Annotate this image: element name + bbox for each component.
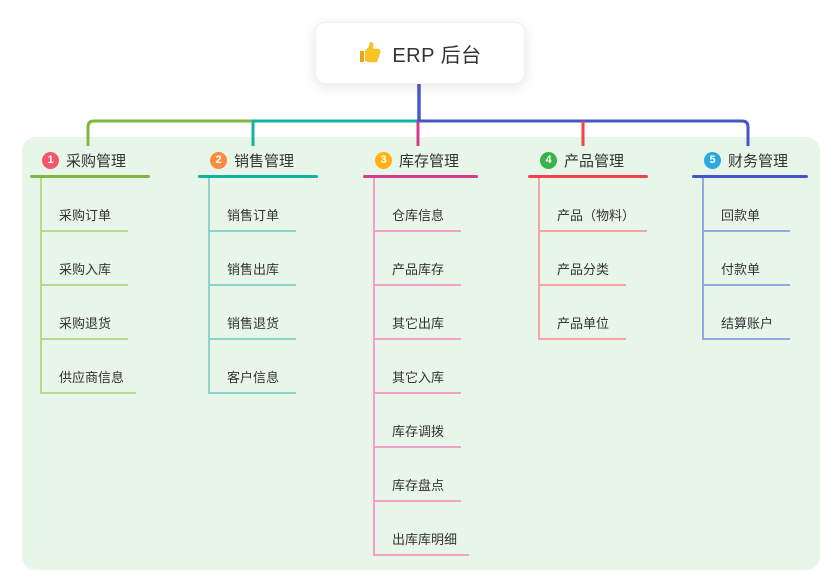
branch-sales: 2 销售管理 销售订单 销售出库 销售退货 客户信息	[198, 145, 318, 394]
node-label: 采购订单	[59, 208, 112, 223]
mindmap-node-item[interactable]: 产品分类	[540, 232, 626, 286]
badge-1-icon: 1	[42, 151, 59, 169]
root-node-erp-backend[interactable]: ERP 后台	[315, 22, 525, 84]
mindmap-node-item[interactable]: 产品库存	[375, 232, 461, 286]
branch-node-inventory[interactable]: 3 库存管理	[363, 145, 478, 175]
mindmap-node-item[interactable]: 其它入库	[375, 340, 461, 394]
branch-node-product[interactable]: 4 产品管理	[528, 145, 648, 175]
node-label: 库存盘点	[392, 478, 445, 493]
mindmap-node-item[interactable]: 库存调拨	[375, 394, 461, 448]
mindmap-node-item[interactable]: 采购退货	[42, 286, 128, 340]
branch-title: 产品管理	[564, 152, 625, 170]
mindmap-node-item[interactable]: 客户信息	[210, 340, 296, 394]
node-label: 产品库存	[392, 262, 445, 277]
branch-underline	[363, 175, 478, 178]
node-label: 回款单	[721, 208, 761, 223]
mindmap-node-item[interactable]: 产品单位	[540, 286, 626, 340]
node-label: 产品分类	[557, 262, 610, 277]
branch-node-sales[interactable]: 2 销售管理	[198, 145, 318, 175]
mindmap-node-item[interactable]: 销售出库	[210, 232, 296, 286]
mindmap-node-item[interactable]: 销售退货	[210, 286, 296, 340]
branch-underline	[692, 175, 808, 178]
branch-finance: 5 财务管理 回款单 付款单 结算账户	[692, 145, 808, 340]
node-label: 销售订单	[227, 208, 280, 223]
thumbs-up-icon	[360, 42, 381, 63]
node-label: 销售退货	[227, 316, 280, 331]
branch-title: 财务管理	[728, 152, 789, 170]
branch-underline	[198, 175, 318, 178]
branches-panel	[22, 137, 820, 570]
branch-children: 产品（物料） 产品分类 产品单位	[538, 178, 648, 340]
node-label: 采购退货	[59, 316, 112, 331]
badge-4-icon: 4	[540, 151, 557, 169]
branch-children: 回款单 付款单 结算账户	[702, 178, 808, 340]
mindmap-node-item[interactable]: 付款单	[704, 232, 790, 286]
badge-2-icon: 2	[210, 151, 227, 169]
node-label: 仓库信息	[392, 208, 445, 223]
node-label: 结算账户	[721, 316, 774, 331]
root-node-label: ERP 后台	[392, 44, 482, 67]
node-label: 产品单位	[557, 316, 610, 331]
branch-procurement: 1 采购管理 采购订单 采购入库 采购退货 供应商信息	[30, 145, 150, 394]
node-label: 其它入库	[392, 370, 445, 385]
branch-product: 4 产品管理 产品（物料） 产品分类 产品单位	[528, 145, 648, 340]
mindmap-node-item[interactable]: 供应商信息	[42, 340, 137, 394]
node-label: 客户信息	[227, 370, 280, 385]
branch-underline	[30, 175, 150, 178]
mindmap-node-item[interactable]: 采购订单	[42, 178, 128, 232]
branch-node-procurement[interactable]: 1 采购管理	[30, 145, 150, 175]
branch-children: 采购订单 采购入库 采购退货 供应商信息	[40, 178, 150, 394]
node-label: 付款单	[721, 262, 761, 277]
mindmap-node-item[interactable]: 其它出库	[375, 286, 461, 340]
branch-inventory: 3 库存管理 仓库信息 产品库存 其它出库 其它入库 库存调拨 库存盘点 出库库…	[363, 145, 478, 556]
badge-3-icon: 3	[375, 151, 392, 169]
branch-node-finance[interactable]: 5 财务管理	[692, 145, 808, 175]
branch-children: 仓库信息 产品库存 其它出库 其它入库 库存调拨 库存盘点 出库库明细	[373, 178, 478, 556]
node-label: 供应商信息	[59, 370, 125, 385]
branch-title: 采购管理	[66, 152, 127, 170]
mindmap-node-item[interactable]: 库存盘点	[375, 448, 461, 502]
node-label: 采购入库	[59, 262, 112, 277]
node-label: 其它出库	[392, 316, 445, 331]
mindmap-node-item[interactable]: 采购入库	[42, 232, 128, 286]
mindmap-node-item[interactable]: 销售订单	[210, 178, 296, 232]
branch-children: 销售订单 销售出库 销售退货 客户信息	[208, 178, 318, 394]
node-label: 销售出库	[227, 262, 280, 277]
badge-5-icon: 5	[704, 151, 721, 169]
branch-title: 库存管理	[399, 152, 460, 170]
node-label: 出库库明细	[392, 532, 458, 547]
mindmap-node-item[interactable]: 产品（物料）	[540, 178, 648, 232]
node-label: 产品（物料）	[557, 208, 636, 223]
mindmap-node-item[interactable]: 回款单	[704, 178, 790, 232]
branch-underline	[528, 175, 648, 178]
mindmap-node-item[interactable]: 仓库信息	[375, 178, 461, 232]
mindmap-node-item[interactable]: 出库库明细	[375, 502, 470, 556]
branch-title: 销售管理	[234, 152, 295, 170]
mindmap-node-item[interactable]: 结算账户	[704, 286, 790, 340]
node-label: 库存调拨	[392, 424, 445, 439]
